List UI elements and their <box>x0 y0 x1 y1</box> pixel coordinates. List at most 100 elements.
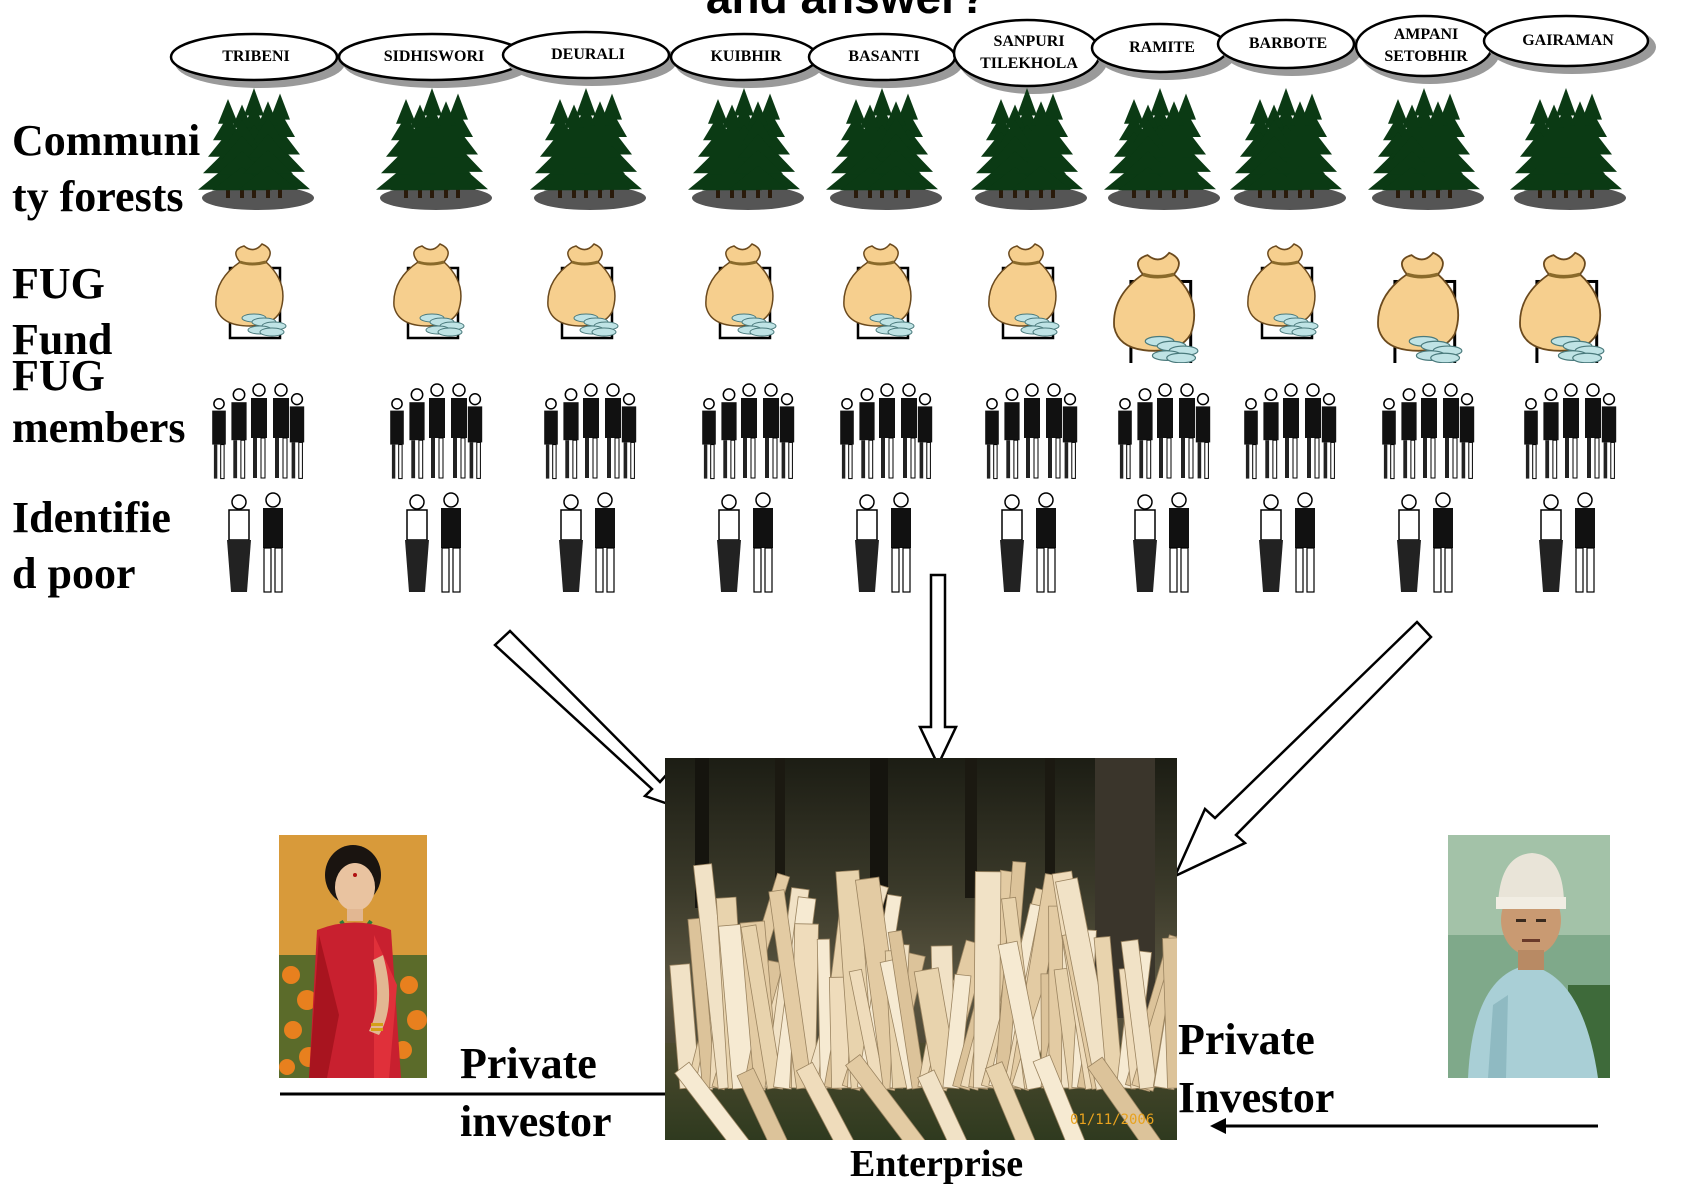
identified-poor-icon <box>559 492 615 593</box>
person-figure <box>1157 383 1173 479</box>
center-flow-arrow <box>918 573 958 768</box>
row-label-fug-members: FUG members <box>12 350 186 454</box>
timber-plank <box>1086 1056 1172 1140</box>
fund-money-bag-icon <box>1519 251 1605 363</box>
row-label-line: FUG <box>12 259 105 308</box>
person-figure <box>1563 383 1579 479</box>
right-investor-photo <box>1448 835 1610 1078</box>
person-figure <box>891 492 911 593</box>
person-figure <box>1575 492 1595 593</box>
person-figure <box>1004 388 1020 479</box>
fund-money-bag-icon <box>988 243 1060 340</box>
fug-members-icon <box>1118 383 1211 480</box>
cloud-shape <box>1090 22 1236 80</box>
person-figure <box>779 393 795 479</box>
community-forest-trees <box>376 88 492 210</box>
row-label-community-forests: Communi ty forests <box>12 113 200 225</box>
timber-plank <box>736 1067 805 1140</box>
identified-poor-icon <box>1539 492 1595 593</box>
person-figure <box>855 494 879 592</box>
identified-poor-icon <box>717 492 773 593</box>
community-forest-trees <box>1368 88 1484 210</box>
person-figure <box>1062 393 1078 479</box>
person-figure <box>1397 494 1421 592</box>
fug-members-icon <box>212 383 305 480</box>
left-flow-arrow <box>493 629 683 811</box>
timber-plank <box>997 940 1047 1091</box>
person-figure <box>1118 397 1132 480</box>
tree-icon <box>1011 101 1071 198</box>
tree-icon <box>570 101 630 198</box>
person-figure <box>544 397 558 480</box>
person-figure <box>917 393 933 479</box>
person-figure <box>1524 397 1538 480</box>
timber-plank <box>973 871 1002 1089</box>
forest-group-name-line: SETOBHIR <box>1384 48 1468 65</box>
person-figure <box>1046 383 1062 479</box>
timber-plank <box>1162 937 1177 1089</box>
investor-label-line: investor <box>460 1097 612 1146</box>
person-figure <box>1169 492 1189 593</box>
person-figure <box>721 388 737 479</box>
person-figure <box>1036 492 1056 593</box>
tree-icon <box>416 101 476 198</box>
person-figure <box>263 492 283 593</box>
person-figure <box>1601 393 1617 479</box>
person-figure <box>717 494 741 592</box>
row-label-fug-fund: FUG Fund <box>12 256 112 368</box>
cloud-shape <box>1216 18 1362 76</box>
community-forest-trees <box>198 88 314 210</box>
cloud-shape <box>1354 14 1500 84</box>
cloud-shape <box>501 30 677 86</box>
community-forest-trees <box>1510 88 1626 210</box>
cloud-shape <box>337 32 533 88</box>
person-figure <box>1024 383 1040 479</box>
timber-plank <box>984 1061 1049 1140</box>
person-figure <box>451 383 467 479</box>
photo-date-stamp: 01/11/2006 <box>1070 1112 1154 1128</box>
person-figure <box>1543 388 1559 479</box>
fug-members-icon <box>1244 383 1337 480</box>
timber-plank <box>674 1061 763 1140</box>
person-figure <box>621 393 637 479</box>
identified-poor-icon <box>227 492 283 593</box>
person-figure <box>1421 383 1437 479</box>
right-flow-arrow <box>1172 620 1433 879</box>
person-figure <box>1305 383 1321 479</box>
row-label-line: d poor <box>12 549 136 598</box>
person-figure <box>901 383 917 479</box>
person-figure <box>429 383 445 479</box>
person-figure <box>212 397 226 480</box>
person-figure <box>741 383 757 479</box>
row-label-line: Identifie <box>12 493 171 542</box>
community-forest-trees <box>1104 88 1220 210</box>
community-forest-trees <box>1230 88 1346 210</box>
row-label-line: Communi <box>12 116 201 165</box>
person-figure <box>583 383 599 479</box>
person-figure <box>1539 494 1563 592</box>
tree-icon <box>1144 101 1204 198</box>
slide-title: and answer? <box>0 0 1693 24</box>
forest-group-name: DEURALI <box>551 46 625 63</box>
timber-plank <box>845 1054 934 1140</box>
person-figure <box>702 397 716 480</box>
timber-plank <box>1032 1054 1096 1140</box>
forest-group-name: TRIBENI <box>222 48 290 65</box>
identified-poor-icon <box>1259 492 1315 593</box>
fug-members-icon <box>1524 383 1617 480</box>
community-forest-trees <box>688 88 804 210</box>
forest-group-name: RAMITE <box>1129 39 1195 56</box>
identified-poor-icon <box>405 492 461 593</box>
forest-group-name: GAIRAMAN <box>1522 32 1614 49</box>
timber-plank <box>917 1069 986 1140</box>
cloud-shape <box>1482 14 1656 74</box>
row-label-line: FUG <box>12 351 105 400</box>
person-figure <box>1321 393 1337 479</box>
person-figure <box>1244 397 1258 480</box>
timber-plank <box>1120 939 1158 1090</box>
fug-members-icon <box>840 383 933 480</box>
person-figure <box>753 492 773 593</box>
person-figure <box>467 393 483 479</box>
row-label-line: members <box>12 403 186 452</box>
fund-money-bag-icon <box>843 243 915 340</box>
